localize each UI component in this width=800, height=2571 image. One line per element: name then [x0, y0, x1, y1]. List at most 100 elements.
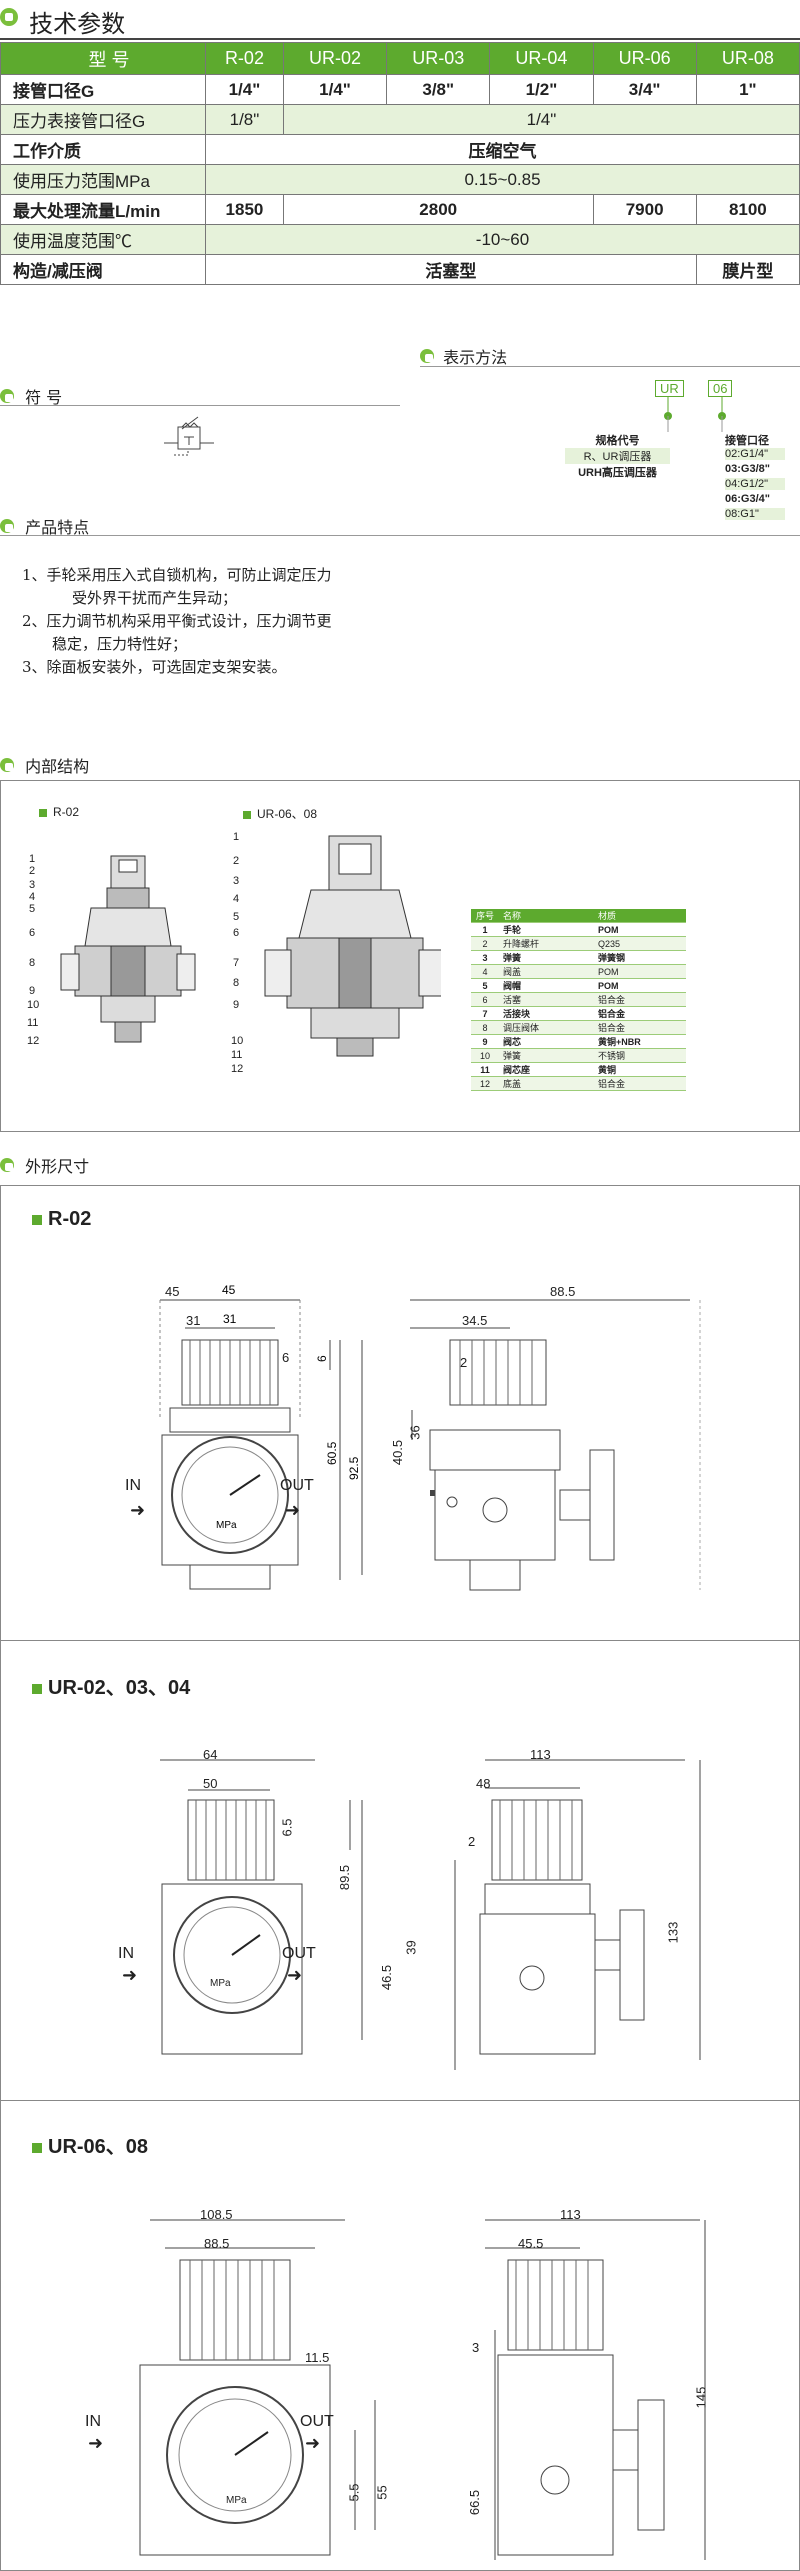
- dim-label: 45.5: [518, 2236, 544, 2251]
- parts-cell: 弹簧: [499, 1048, 594, 1063]
- dims-header: 外形尺寸: [0, 1153, 89, 1177]
- spec-row: 使用温度范围℃ -10~60: [0, 224, 800, 255]
- spec-cell: 1": [695, 74, 800, 105]
- parts-cell: 4: [471, 964, 499, 979]
- dim-label: 50: [203, 1776, 218, 1791]
- parts-cell: 6: [471, 992, 499, 1007]
- divider: [0, 535, 800, 536]
- dim-label: 48: [476, 1776, 491, 1791]
- spec-row: 接管口径G 1/4" 1/4" 3/8" 1/2" 3/4" 1": [0, 74, 800, 105]
- out-port-label: OUT: [282, 1945, 316, 1962]
- spec-cell: 压缩空气: [205, 134, 800, 165]
- flow-arrow-icon: ➜: [305, 2433, 321, 2454]
- parts-cell: 弹簧: [499, 950, 594, 965]
- svg-text:MPa: MPa: [216, 1520, 237, 1531]
- parts-cell: 铝合金: [594, 1020, 686, 1035]
- feature-line: 2、压力调节机构采用平衡式设计，压力调节更: [22, 612, 332, 630]
- dim-label: 6.5: [279, 1818, 295, 1837]
- dim-label: 89.5: [337, 1864, 353, 1891]
- parts-cell: 11: [471, 1062, 499, 1077]
- parts-cell: 手轮: [499, 922, 594, 937]
- dim-label: 31: [186, 1313, 201, 1328]
- model-cell: UR-06: [592, 42, 697, 75]
- dim-label: 133: [665, 1921, 681, 1944]
- divider: [0, 405, 400, 406]
- dim-label: 60.5: [325, 1441, 339, 1465]
- spec-section-header: 技术参数: [0, 4, 125, 39]
- feature-line: 受外界干扰而产生异动；: [72, 589, 238, 607]
- parts-cell: 升降螺杆: [499, 936, 594, 951]
- parts-cell: 7: [471, 1006, 499, 1021]
- parts-cell: 铝合金: [594, 1006, 686, 1021]
- dim-label: 113: [560, 2207, 581, 2222]
- parts-cell: 阀芯: [499, 1034, 594, 1049]
- spec-cell: -10~60: [205, 224, 800, 255]
- spec-title: 技术参数: [29, 10, 126, 38]
- spec-header-row: 型 号 R-02 UR-02 UR-03 UR-04 UR-06 UR-08: [0, 42, 800, 75]
- section-bullet-icon: [0, 519, 14, 533]
- parts-cell: 活塞: [499, 992, 594, 1007]
- port-code-item: 06:G3/4": [725, 493, 770, 505]
- flow-arrow-icon: ➜: [130, 1500, 146, 1521]
- parts-cell: 黄铜: [594, 1062, 686, 1077]
- ur06-title: UR-06、08: [32, 2130, 148, 2159]
- internal-title: 内部结构: [25, 757, 90, 776]
- gauge-unit: MPa: [210, 1978, 231, 1989]
- ordering-leader-lines: [664, 396, 726, 432]
- port-code-item: 08:G1": [725, 508, 785, 520]
- dim-label: 3: [472, 2340, 480, 2355]
- spec-cell: 1/8": [205, 104, 284, 135]
- parts-cell: 5: [471, 978, 499, 993]
- section-bullet-icon: [420, 349, 434, 363]
- parts-cell: 1: [471, 922, 499, 937]
- flow-arrow-icon: ➜: [88, 2433, 104, 2454]
- dim-label: 55: [374, 2485, 390, 2500]
- model-cell: UR-02: [282, 42, 388, 75]
- spec-code-item: URH高压调压器: [578, 467, 657, 479]
- dim-label: 11.5: [305, 2350, 330, 2365]
- features-title: 产品特点: [25, 518, 90, 537]
- ur02-dimension-drawing: [160, 1759, 701, 2070]
- parts-cell: POM: [594, 964, 686, 979]
- dim-label: 45: [165, 1284, 180, 1299]
- ur06-cutaway-drawing: [264, 835, 441, 1057]
- temp-label: 使用温度范围℃: [0, 224, 206, 255]
- features-header: 产品特点: [0, 514, 89, 538]
- dims-title: 外形尺寸: [25, 1157, 90, 1176]
- ur02-title: UR-02、03、04: [32, 1671, 190, 1700]
- port-size-label: 接管口径G: [0, 74, 206, 105]
- dim-label: 145: [693, 2386, 709, 2409]
- code-tag-port: 06: [708, 380, 733, 397]
- model-cell: UR-04: [489, 42, 594, 75]
- parts-cell: 阀盖: [499, 964, 594, 979]
- spec-cell: 1/4": [282, 104, 800, 135]
- parts-cell: 铝合金: [594, 1076, 686, 1091]
- section-bullet-icon: [0, 758, 14, 772]
- dim-label: 5.5: [346, 2483, 362, 2502]
- divider: [0, 38, 800, 40]
- symbol-header: 符 号: [0, 384, 62, 408]
- dim-label: 2: [460, 1355, 468, 1370]
- parts-cell: 铝合金: [594, 992, 686, 1007]
- spec-code-item: R、UR调压器: [565, 448, 670, 464]
- port-code-item: 04:G1/2": [725, 478, 785, 490]
- internal-structure-panel: R-02 UR-06、08 1 2 3 4 5 6 8 9 10 11 12: [0, 780, 800, 1132]
- spec-row: 工作介质 压缩空气: [0, 134, 800, 165]
- out-port-label: OUT: [280, 1477, 314, 1494]
- dim-label: 46.5: [379, 1964, 395, 1991]
- r02-cutaway-drawing: [60, 855, 196, 1043]
- flow-arrow-icon: ➜: [122, 1965, 138, 1986]
- parts-cell: 弹簧钢: [594, 950, 686, 965]
- spec-table: 型 号 R-02 UR-02 UR-03 UR-04 UR-06 UR-08 接…: [0, 42, 800, 285]
- dim-label: 66.5: [467, 2489, 483, 2516]
- divider: [420, 366, 800, 367]
- parts-cell: POM: [594, 978, 686, 993]
- dim-label: 113: [530, 1747, 551, 1762]
- spec-cell: 2800: [282, 194, 594, 225]
- parts-cell: 调压阀体: [499, 1020, 594, 1035]
